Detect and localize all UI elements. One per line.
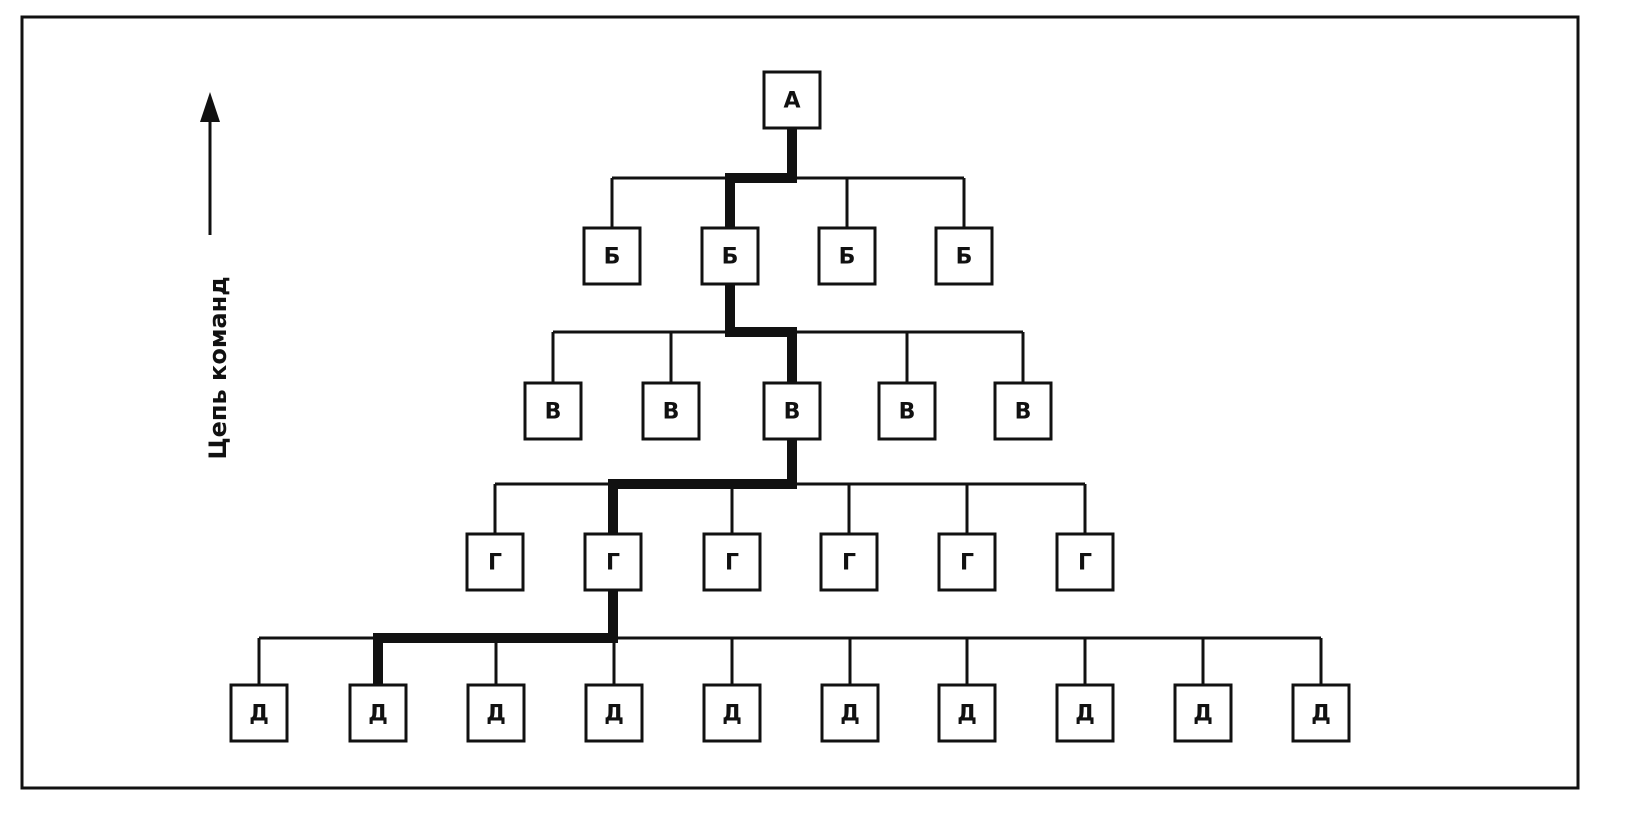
node-2-2: В [762, 381, 822, 441]
node-box [583, 532, 643, 592]
node-box [937, 683, 997, 743]
node-3-3: Г [819, 532, 879, 592]
node-0-0: А [762, 70, 822, 130]
node-label: А [783, 89, 800, 114]
node-label: В [784, 400, 801, 425]
command-chain-label: Цепь команд [204, 276, 232, 459]
node-4-6: Д [937, 683, 997, 743]
node-box [466, 683, 526, 743]
node-box [762, 381, 822, 441]
node-box [937, 532, 997, 592]
diagram-frame [20, 15, 1580, 790]
node-label: В [899, 400, 916, 425]
node-box [700, 226, 760, 286]
node-box [762, 70, 822, 130]
node-label: Г [960, 551, 974, 576]
node-1-2: Б [817, 226, 877, 286]
node-label: В [663, 400, 680, 425]
node-2-3: В [877, 381, 937, 441]
node-label: Д [957, 702, 977, 727]
node-box [465, 532, 525, 592]
node-label: Г [842, 551, 856, 576]
node-label: Д [486, 702, 506, 727]
node-box [641, 381, 701, 441]
node-box [1173, 683, 1233, 743]
node-label: Д [1075, 702, 1095, 727]
node-box [1055, 683, 1115, 743]
node-3-0: Г [465, 532, 525, 592]
node-1-0: Б [582, 226, 642, 286]
node-label: Г [488, 551, 502, 576]
node-4-7: Д [1055, 683, 1115, 743]
node-1-3: Б [934, 226, 994, 286]
node-label: Г [725, 551, 739, 576]
org-nodes: А Б Б Б Б В В В В В Г Г Г Г Г Г Д Д Д Д Д Д Д Д Д Д [229, 70, 1351, 743]
node-box [819, 532, 879, 592]
node-box [229, 683, 289, 743]
node-box [523, 381, 583, 441]
node-label: Д [840, 702, 860, 727]
node-4-0: Д [229, 683, 289, 743]
node-2-1: В [641, 381, 701, 441]
node-label: В [545, 400, 562, 425]
node-4-1: Д [348, 683, 408, 743]
node-label: Б [956, 245, 973, 270]
node-4-2: Д [466, 683, 526, 743]
node-3-5: Г [1055, 532, 1115, 592]
node-label: В [1015, 400, 1032, 425]
node-box [817, 226, 877, 286]
command-chain-path [373, 123, 797, 690]
node-label: Б [604, 245, 621, 270]
node-3-2: Г [702, 532, 762, 592]
node-4-9: Д [1291, 683, 1351, 743]
node-label: Д [1193, 702, 1213, 727]
node-4-4: Д [702, 683, 762, 743]
node-4-5: Д [820, 683, 880, 743]
node-3-1: Г [583, 532, 643, 592]
node-label: Б [722, 245, 739, 270]
node-label: Д [604, 702, 624, 727]
node-label: Г [1078, 551, 1092, 576]
node-label: Д [249, 702, 269, 727]
node-label: Д [368, 702, 388, 727]
node-box [702, 532, 762, 592]
node-4-3: Д [584, 683, 644, 743]
node-box [1291, 683, 1351, 743]
node-label: Д [1311, 702, 1331, 727]
node-2-0: В [523, 381, 583, 441]
node-label: Б [839, 245, 856, 270]
node-box [820, 683, 880, 743]
node-2-4: В [993, 381, 1053, 441]
node-3-4: Г [937, 532, 997, 592]
node-box [582, 226, 642, 286]
command-chain-polyline [373, 123, 797, 690]
node-box [702, 683, 762, 743]
node-box [934, 226, 994, 286]
node-box [877, 381, 937, 441]
node-4-8: Д [1173, 683, 1233, 743]
node-label: Д [722, 702, 742, 727]
node-label: Г [606, 551, 620, 576]
node-1-1: Б [700, 226, 760, 286]
node-box [993, 381, 1053, 441]
node-box [1055, 532, 1115, 592]
node-box [348, 683, 408, 743]
command-chain-arrow [200, 92, 220, 235]
node-box [584, 683, 644, 743]
